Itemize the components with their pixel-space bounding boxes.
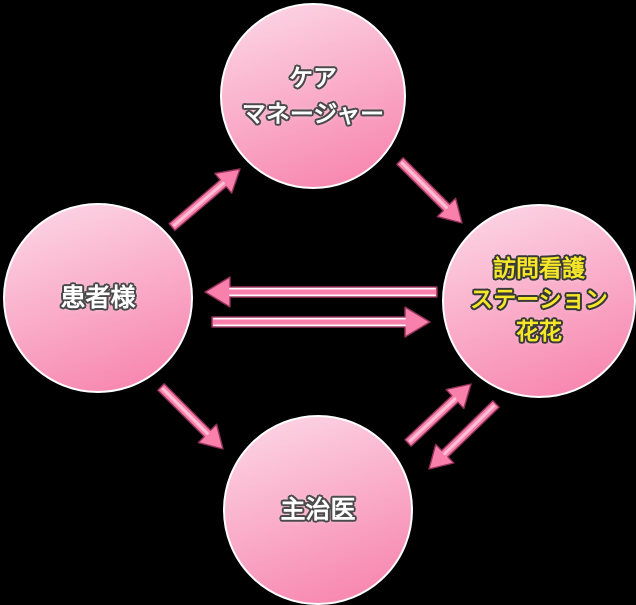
- label-line: マネージャー: [241, 100, 385, 128]
- label-line: 訪問看護: [492, 255, 585, 282]
- node-care-manager-label: ケア マネージャー: [242, 60, 384, 132]
- label-line: 主治医: [280, 495, 356, 524]
- node-doctor-label: 主治医: [280, 495, 355, 525]
- node-patient: 患者様: [3, 203, 193, 393]
- arrow-doctor-to-station: [404, 383, 472, 447]
- node-doctor: 主治医: [223, 415, 413, 605]
- node-patient-label: 患者様: [60, 283, 135, 313]
- label-line: 花花: [515, 318, 562, 345]
- arrow-station-to-patient: [204, 276, 438, 308]
- node-care-manager: ケア マネージャー: [220, 3, 406, 189]
- label-line: 患者様: [60, 283, 136, 312]
- arrow-patient-to-doctor: [157, 383, 224, 450]
- label-line: ケア: [288, 64, 337, 92]
- arrow-care_manager-to-station: [396, 157, 463, 224]
- arrow-patient-to-station: [211, 306, 431, 338]
- arrow-station-to-doctor: [428, 400, 500, 470]
- arrow-patient-to-care_manager: [168, 168, 241, 232]
- node-station: 訪問看護 ステーション 花花: [442, 204, 636, 398]
- node-station-label: 訪問看護 ステーション 花花: [470, 254, 608, 349]
- label-line: ステーション: [470, 287, 608, 314]
